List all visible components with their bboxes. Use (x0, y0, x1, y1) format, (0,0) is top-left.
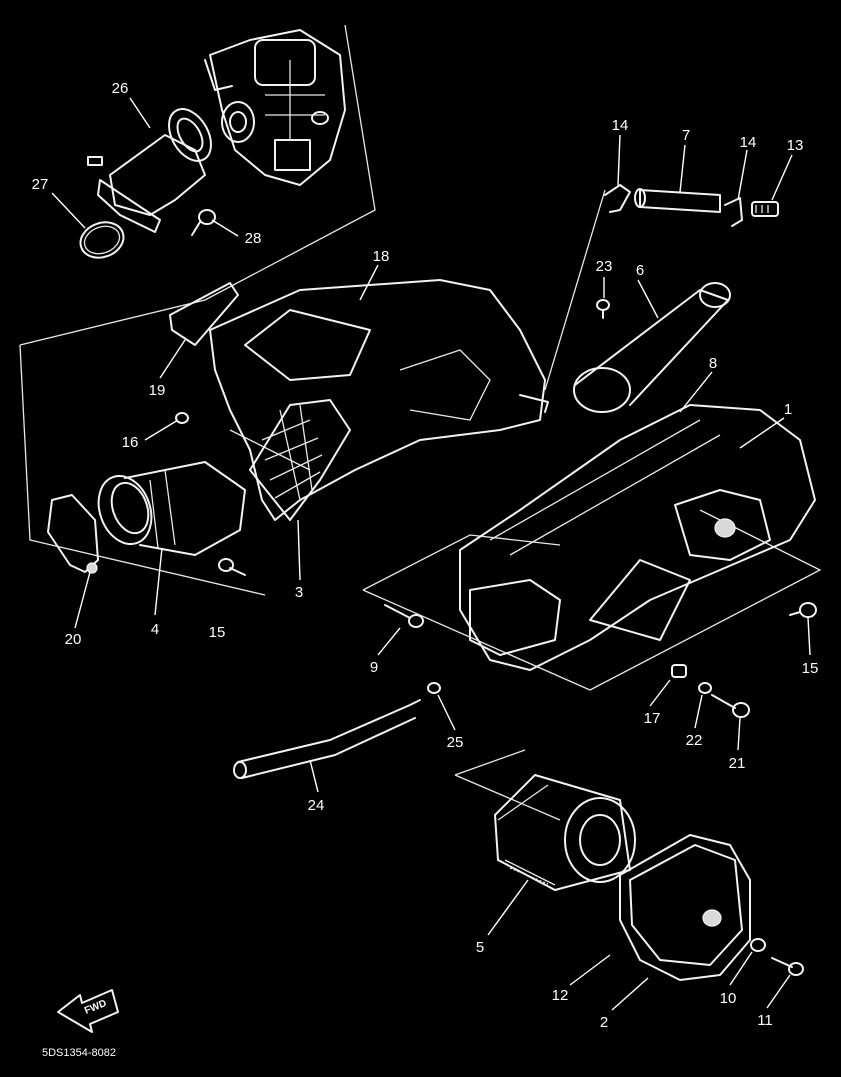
leader-lines (51, 97, 811, 1011)
callout-8: 8 (709, 355, 717, 372)
pipe-7 (634, 188, 721, 213)
callout-7: 7 (682, 127, 690, 144)
air-filter-case (209, 279, 549, 521)
callout-24: 24 (308, 797, 325, 814)
callout-18: 18 (373, 248, 390, 265)
callout-15-right: 15 (802, 660, 819, 677)
crankcase-cover (459, 404, 816, 671)
callout-23: 23 (596, 258, 613, 275)
bolt-16 (175, 412, 189, 424)
reference-frame-lines (19, 24, 822, 821)
callout-6: 6 (636, 262, 644, 279)
clamp-20 (47, 494, 99, 574)
callout-17: 17 (644, 710, 661, 727)
callout-13: 13 (787, 137, 804, 154)
diagram-code: 5DS1354-8082 (42, 1047, 116, 1059)
callout-21: 21 (729, 755, 746, 772)
washer-22 (698, 682, 712, 694)
callout-3: 3 (295, 584, 303, 601)
callout-28: 28 (245, 230, 262, 247)
callout-12: 12 (552, 987, 569, 1004)
callout-9: 9 (370, 659, 378, 676)
callout-labels: 26 27 28 18 19 16 20 4 15 3 14 7 14 13 2… (32, 80, 819, 1031)
callout-1: 1 (784, 401, 792, 418)
screw-15-right (789, 602, 817, 618)
intake-duct-6 (573, 282, 731, 413)
callout-14-left: 14 (612, 117, 629, 134)
screw-23 (596, 299, 610, 319)
bolt-9 (384, 604, 424, 628)
callout-16: 16 (122, 434, 139, 451)
callout-10: 10 (720, 990, 737, 1007)
bolt-13 (751, 201, 779, 217)
collar-17 (671, 664, 687, 678)
carburetor (204, 29, 346, 186)
clamp-ring (79, 221, 125, 259)
clip-25 (427, 682, 441, 694)
clip-14-left (604, 184, 631, 213)
callout-15-left: 15 (209, 624, 226, 641)
drain-hose-24 (233, 699, 421, 779)
callout-20: 20 (65, 631, 82, 648)
callout-4: 4 (151, 621, 159, 638)
air-filter-element-5 (494, 774, 636, 891)
intake-joint (97, 461, 246, 556)
callout-19: 19 (149, 382, 166, 399)
gasket-19 (169, 282, 239, 346)
carburetor-joint (87, 108, 212, 233)
callout-5: 5 (476, 939, 484, 956)
screw-15-left (218, 558, 246, 576)
washer-10 (750, 938, 766, 952)
callout-27: 27 (32, 176, 49, 193)
fwd-arrow: FWD (57, 989, 119, 1033)
air-filter-cover-2 (619, 834, 751, 981)
callout-11: 11 (757, 1012, 773, 1029)
clip-14-right (724, 197, 743, 227)
screw-11 (771, 957, 804, 976)
callout-14-right: 14 (740, 134, 757, 151)
callout-25: 25 (447, 734, 464, 751)
callout-2: 2 (600, 1014, 608, 1031)
bolt-21 (711, 694, 750, 718)
screw-28 (191, 209, 216, 236)
callout-22: 22 (686, 732, 703, 749)
callout-26: 26 (112, 80, 129, 97)
